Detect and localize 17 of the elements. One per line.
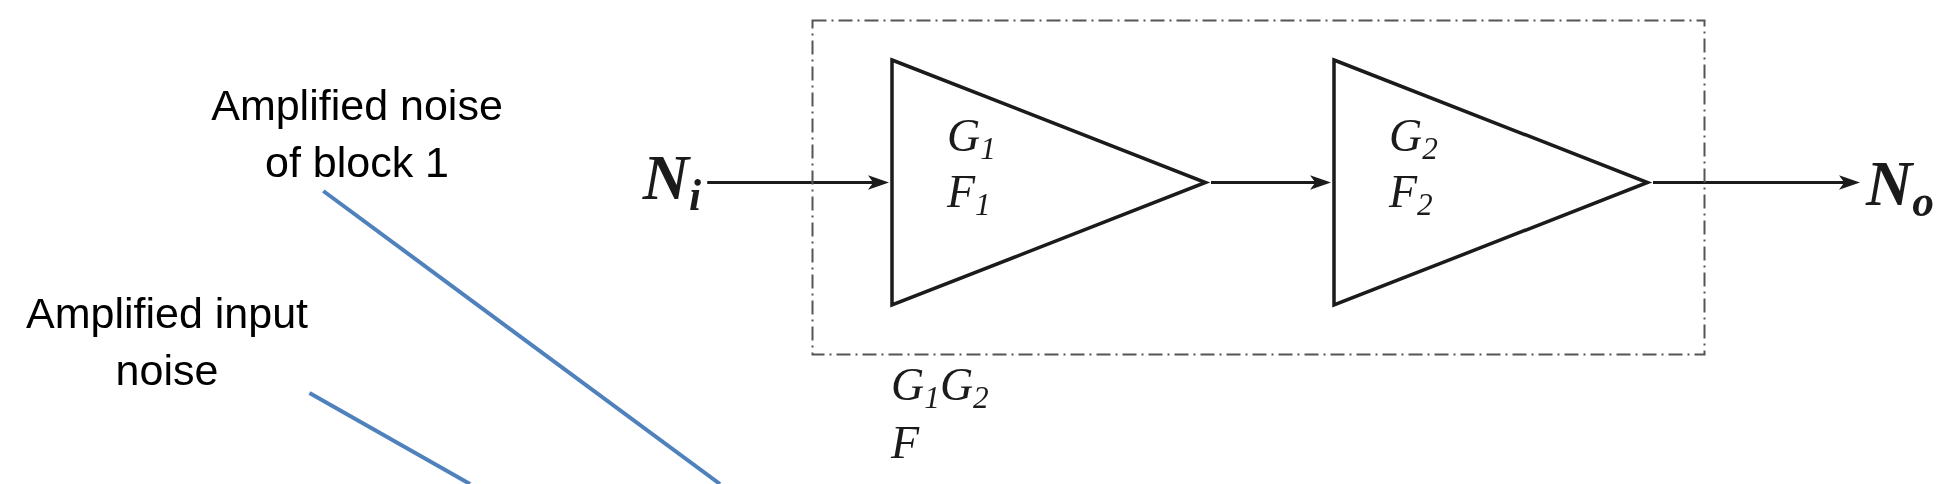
gain-label: G$_{1}$: [947, 110, 996, 165]
arrow: [707, 175, 889, 190]
noise-figure-label: F$_{1}$: [947, 166, 991, 221]
total-gain-label: G$_{1}$G$_{2}$: [891, 359, 989, 414]
gain-label: G$_{2}$: [1389, 110, 1438, 165]
annotation-text: Amplified noise of block 1: [210, 77, 504, 191]
output-label: N$_{o}$: [1866, 148, 1934, 224]
arrow: [1653, 175, 1860, 190]
total-noise-figure-label: F: [891, 417, 920, 470]
amplifier-triangle: [1331, 56, 1653, 309]
annotation-text: Amplified input noise: [24, 285, 310, 399]
input-label: N$_{i}$: [642, 142, 702, 218]
leader-line: [322, 189, 722, 484]
noise-figure-label: F$_{2}$: [1389, 166, 1433, 221]
leader-line: [308, 391, 471, 484]
arrow: [1211, 175, 1331, 190]
amplifier-triangle: [889, 56, 1211, 309]
